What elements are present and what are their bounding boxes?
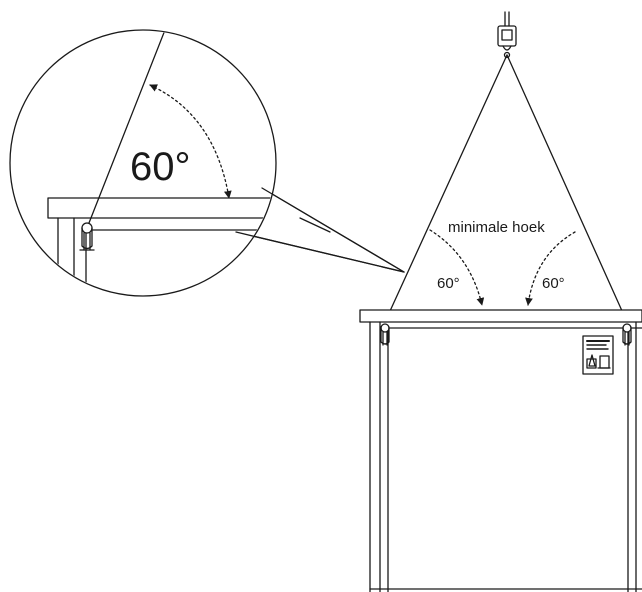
crate bbox=[359, 309, 642, 592]
zoom-detail bbox=[9, 29, 277, 297]
right-angle-label: 60° bbox=[542, 275, 565, 292]
shackle-icon bbox=[79, 222, 95, 251]
warning-label-icon bbox=[582, 335, 614, 375]
crane-hook-icon bbox=[497, 11, 517, 59]
left-angle-label: 60° bbox=[437, 275, 460, 292]
shackle-icon bbox=[380, 323, 390, 346]
shackle-icon bbox=[622, 323, 632, 346]
zoom-angle-label: 60° bbox=[130, 145, 191, 189]
zoom-callout-tail-edges bbox=[235, 187, 405, 273]
min-angle-caption: minimale hoek bbox=[448, 219, 545, 236]
lifting-slings bbox=[384, 54, 628, 323]
right-angle-arc bbox=[525, 231, 576, 306]
left-angle-arc bbox=[429, 229, 485, 306]
